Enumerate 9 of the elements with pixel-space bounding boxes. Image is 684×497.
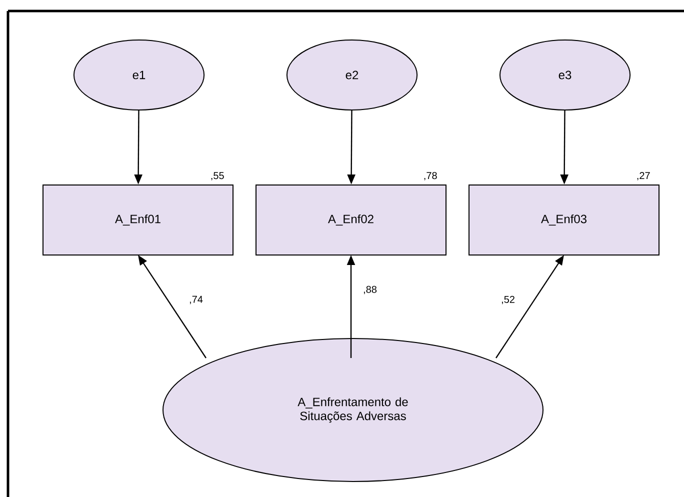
edge-label: ,88 — [362, 284, 378, 296]
variable-box: A_Enf03 — [468, 184, 660, 256]
value-label: ,27 — [637, 172, 650, 180]
value-label: ,55 — [211, 172, 224, 180]
variable-box: A_Enf01 — [42, 184, 234, 256]
edge-label: ,74 — [188, 294, 204, 306]
value-label: ,78 — [424, 172, 437, 180]
variable-box: A_Enf02 — [256, 184, 446, 256]
edge-label: ,52 — [500, 294, 516, 306]
